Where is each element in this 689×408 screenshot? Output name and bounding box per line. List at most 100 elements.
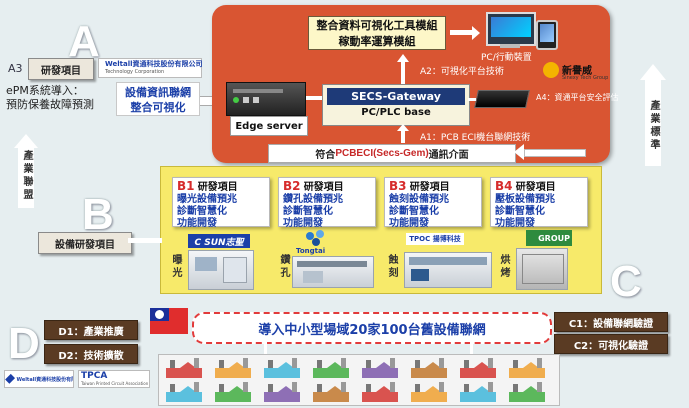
b3-line1: 蝕刻設備預兆: [389, 194, 449, 205]
pcbeci-compliance-bar: 符合 PCBECI(Secs-Gem) 通訊介面: [268, 144, 516, 163]
network-line1: 設備資訊聯網: [125, 86, 191, 99]
standard-arrow-head: [640, 64, 666, 80]
b3-title: 研發項目: [409, 182, 450, 193]
b2-line2: 診斷智慧化: [283, 206, 333, 217]
b1-line3: 功能開發: [177, 218, 217, 229]
b-research-button[interactable]: 設備研發項目: [38, 232, 132, 254]
section-letter-b: B: [82, 190, 114, 239]
b3-line2: 診斷智慧化: [389, 206, 439, 217]
compliance-suffix: 通訊介面: [428, 150, 469, 161]
d2-diffusion-button[interactable]: D2：技術擴散: [44, 344, 138, 364]
standard-arrow: [645, 80, 661, 166]
factory-icon: [164, 380, 208, 404]
group-logo: GROUP: [526, 230, 572, 246]
factory-icon: [164, 356, 208, 380]
alliance-arrow-head: [14, 134, 38, 148]
alliance-label: 產業聯盟: [21, 150, 32, 202]
equip-drilling-label: 鑽孔: [278, 254, 289, 280]
factory-icon: [213, 380, 257, 404]
section-letter-d: D: [8, 319, 40, 368]
a2-label: A2：可視化平台技術: [420, 67, 504, 77]
up-arrow-a1: [401, 131, 405, 143]
sinexy-sub: Sinexy Tech Group: [562, 75, 609, 81]
monitor-stand: [500, 44, 520, 48]
b2-line3: 功能開發: [283, 218, 323, 229]
epm-line2: 預防保養故障預測: [6, 98, 94, 111]
b2-line1: 鑽孔設備預兆: [283, 194, 343, 205]
b-connector: [128, 238, 162, 243]
b4-title: 研發項目: [515, 182, 556, 193]
a3-research-button[interactable]: 研發項目: [28, 58, 94, 80]
arrow-to-pc: [450, 30, 474, 35]
a3-label: A3: [8, 62, 23, 75]
compliance-prefix: 符合: [315, 150, 336, 161]
section-letter-a: A: [68, 17, 100, 66]
b3-line3: 功能開發: [389, 218, 429, 229]
weltall-bottom-diamond-icon: [5, 373, 16, 385]
factory-icon: [360, 380, 404, 404]
link-gateway-device: [468, 98, 476, 101]
epm-text: ePM系統導入： 預防保養故障預測: [6, 84, 94, 112]
b1-key: B1: [177, 179, 195, 193]
factory-icon: [458, 380, 502, 404]
a1-label: A1：PCB ECI機台聯網技術: [420, 133, 531, 143]
monitor-icon: [486, 12, 536, 46]
pc-label: PC/行動裝置: [481, 53, 532, 63]
factory-icon: [507, 356, 551, 380]
tpca-sub: Taiwan Printed Circuit Association: [81, 381, 149, 386]
b3-card: B3 研發項目 蝕刻設備預兆 診斷智慧化 功能開發: [384, 177, 482, 229]
plc-base-label: PC/PLC base: [361, 107, 431, 118]
gateway-device-icon: [474, 90, 530, 108]
factory-icon: [360, 356, 404, 380]
c2-verification-button[interactable]: C2：可視化驗證: [554, 334, 668, 354]
equip-exposure-label: 曝光: [170, 254, 181, 280]
b1-line1: 曝光設備預兆: [177, 194, 237, 205]
factory-icon: [213, 356, 257, 380]
factory-icon: [311, 356, 355, 380]
b2-key: B2: [283, 179, 301, 193]
d1-promotion-button[interactable]: D1：產業推廣: [44, 320, 138, 340]
c1-verification-button[interactable]: C1：設備聯網驗證: [554, 312, 668, 332]
factory-icon: [458, 356, 502, 380]
secs-gateway-box: SECS-Gateway PC/PLC base: [322, 84, 470, 126]
b3-key: B3: [389, 179, 407, 193]
arrow-standard-link-head: [514, 144, 524, 160]
b4-line1: 壓板設備預兆: [495, 194, 555, 205]
a4-label: A4：資通平台安全評估: [536, 93, 619, 102]
banner-arrow-1: [264, 342, 267, 354]
network-integration-box: 設備資訊聯網 整合可視化: [116, 82, 200, 116]
csun-logo: C SUN志聖: [188, 234, 250, 248]
banner-arrow-2: [470, 342, 473, 354]
section-letter-c: C: [610, 257, 642, 306]
tpca-logo: TPCA Taiwan Printed Circuit Association: [78, 370, 150, 388]
field-deployment-banner: 導入中小型場域20家100台舊設備聯網: [192, 312, 552, 344]
factory-icon: [409, 380, 453, 404]
c1-label: C1：設備聯網驗證: [568, 318, 654, 330]
sinexy-name: 新譽威: [562, 66, 592, 77]
network-line2: 整合可視化: [130, 101, 186, 114]
link-edge-gateway: [306, 96, 322, 100]
weltall-bottom-name: Weltall資通科技股份有限公司: [16, 376, 73, 383]
d1-label: D1：產業推廣: [58, 326, 124, 338]
a3-research-label: 研發項目: [41, 65, 81, 77]
alliance-arrow: [18, 148, 34, 208]
tablet-icon: [536, 20, 558, 50]
b1-title: 研發項目: [197, 182, 238, 193]
factory-icon: [262, 356, 306, 380]
b4-line2: 診斷智慧化: [495, 206, 545, 217]
oven-machine-icon: [516, 248, 568, 290]
arrow-to-pc-head: [472, 26, 480, 40]
b4-card: B4 研發項目 壓板設備預兆 診斷智慧化 功能開發: [490, 177, 588, 229]
weltall-logo-bottom: Weltall資通科技股份有限公司: [4, 370, 74, 388]
module-line2: 稼動率運算模組: [338, 35, 416, 48]
tongtai-logo: Tongtai: [296, 247, 326, 255]
tpoc-logo: TPOC 揚博科技: [406, 233, 464, 245]
tpca-name: TPCA: [81, 371, 108, 381]
weltall-logo-top: Weltall資通科技股份有限公司 Technology Corporation: [97, 58, 203, 78]
equip-etching-label: 蝕刻: [386, 254, 397, 280]
b1-card: B1 研發項目 曝光設備預兆 診斷智慧化 功能開發: [172, 177, 270, 229]
up-arrow-a2-head: [397, 54, 409, 62]
weltall-name: Weltall資通科技股份有限公司: [105, 60, 203, 68]
equip-baking-label: 烘烤: [498, 254, 509, 280]
secs-gateway-title: SECS-Gateway: [327, 88, 465, 105]
